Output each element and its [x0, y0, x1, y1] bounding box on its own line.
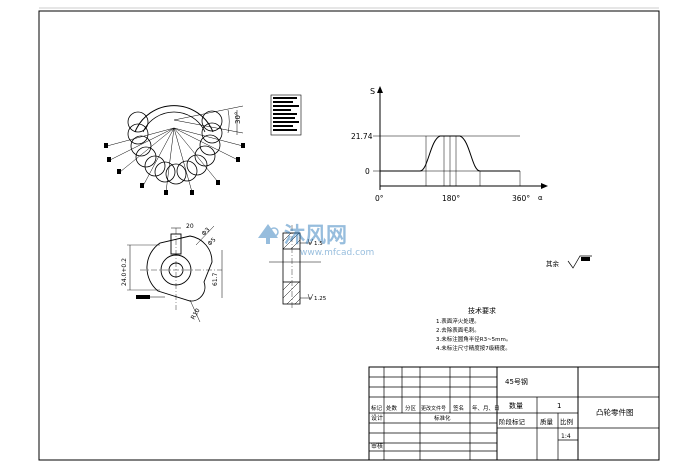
revision-header: 更改文件号: [421, 405, 446, 412]
dim-circle-a: Φ3: [200, 226, 211, 237]
weight-label: 质量: [540, 417, 554, 426]
tech-req-item: 2.去除表面毛刺。: [436, 326, 480, 334]
y-tick-label: 0: [365, 167, 370, 176]
revision-header: 年、月、日: [472, 404, 500, 412]
y-tick-label: 21.74: [351, 132, 373, 141]
quantity-label: 数量: [509, 401, 523, 410]
dim-height: 61.7: [212, 272, 219, 286]
tech-req-item: 1.表面淬火处理。: [436, 317, 480, 325]
tech-req-item: 3.未标注圆角半径R3~5mm。: [436, 335, 511, 343]
x-axis-label: α: [538, 194, 543, 202]
y-axis-label: S: [370, 87, 375, 96]
revision-header: 分区: [405, 404, 417, 412]
dim-radius: R10: [190, 307, 202, 321]
title-block: [368, 366, 660, 461]
dim-hole: 24.0+0.2: [121, 258, 128, 286]
standardization-label: 标准化: [434, 414, 451, 422]
surface-finish-note: 其余: [546, 255, 592, 269]
revision-header: 处数: [386, 404, 398, 412]
watermark-url: www.mfcad.com: [300, 248, 374, 258]
x-tick-label: 360°: [512, 194, 530, 203]
legend-block: [270, 94, 302, 136]
tech-req-item: 4.未标注尺寸精度按7级精度。: [436, 344, 511, 352]
dim-circle-b: Φ5: [206, 236, 217, 247]
tech-req-title: 技术要求: [468, 306, 496, 315]
section-label-top: 1.5: [314, 241, 323, 247]
displacement-graph: [373, 86, 548, 190]
roller-layout-view: [104, 105, 245, 195]
revision-header: 签名: [453, 404, 464, 412]
watermark-logo-icon: [258, 224, 279, 244]
section-label-bottom: 1.25: [314, 296, 327, 302]
cam-part-view: [127, 225, 223, 323]
watermark-brand: 沐风网: [284, 223, 347, 247]
surface-note-label: 其余: [546, 259, 560, 268]
title-block-text: 45号钢 数量 1 凸轮零件图 阶段标记 质量 比例 1:4 标记 处数 分区 …: [371, 377, 634, 450]
watermark: 沐风网 www.mfcad.com: [258, 223, 374, 258]
part-name: 凸轮零件图: [596, 407, 634, 417]
x-tick-label: 0°: [375, 194, 384, 203]
technical-requirements: 技术要求 1.表面淬火处理。 2.去除表面毛刺。 3.未标注圆角半径R3~5mm…: [436, 306, 511, 352]
review-label: 审核: [371, 442, 383, 450]
section-view: [269, 225, 321, 310]
design-label: 设计: [371, 414, 383, 422]
stage-label: 阶段标记: [499, 417, 526, 426]
material-label: 45号钢: [505, 377, 528, 386]
quantity-value: 1: [557, 402, 561, 410]
drawing-border: [38, 10, 660, 461]
angle-label: 30°: [234, 112, 242, 124]
scale-label: 比例: [560, 417, 573, 426]
x-tick-label: 180°: [442, 194, 460, 203]
dim-width: 20: [186, 223, 194, 230]
scale-value: 1:4: [561, 433, 571, 440]
revision-header: 标记: [371, 404, 383, 412]
